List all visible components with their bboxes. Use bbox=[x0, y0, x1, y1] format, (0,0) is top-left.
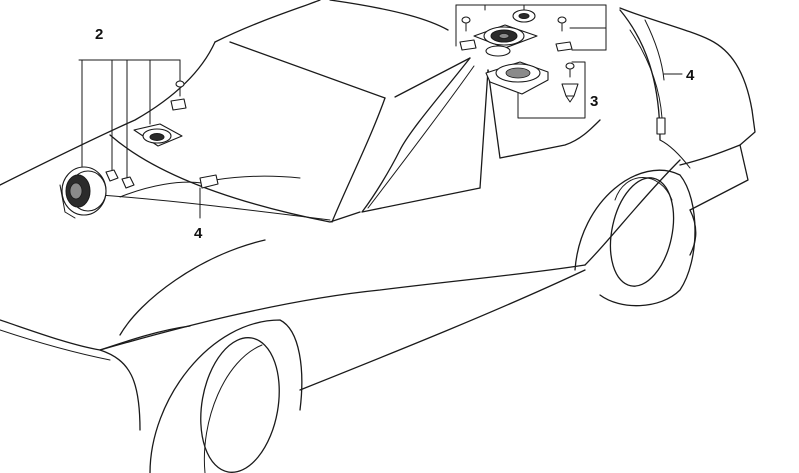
front-speaker-kit: 2 bbox=[59, 26, 187, 219]
front-nut-1 bbox=[105, 169, 119, 182]
rear-coax-speaker bbox=[473, 24, 538, 57]
rear-screw-3 bbox=[565, 62, 575, 78]
car-body-outline bbox=[0, 0, 756, 431]
callout-4-front: 4 bbox=[194, 225, 203, 242]
callout-2: 2 bbox=[95, 26, 103, 43]
rear-cable: 4 bbox=[629, 19, 695, 135]
rear-screw-2 bbox=[557, 16, 567, 32]
front-clip bbox=[170, 98, 187, 111]
rear-speaker-kit: 3 bbox=[455, 4, 607, 119]
rear-speaker-enclosure bbox=[485, 61, 549, 95]
front-woofer-speaker bbox=[59, 166, 107, 219]
front-screw bbox=[175, 80, 185, 97]
rear-speaker-ring bbox=[512, 9, 536, 23]
rear-grommet bbox=[561, 83, 579, 103]
front-tweeter bbox=[133, 123, 183, 147]
rear-clip-1 bbox=[459, 39, 477, 51]
front-wheel bbox=[99, 319, 303, 473]
callout-4-rear: 4 bbox=[686, 67, 695, 84]
rear-wheel bbox=[574, 169, 696, 307]
front-cable: 4 bbox=[119, 174, 301, 242]
front-nut-2 bbox=[121, 176, 135, 189]
rear-clip-2 bbox=[555, 41, 573, 52]
callout-3: 3 bbox=[590, 93, 598, 110]
rear-screw-1 bbox=[461, 16, 471, 32]
